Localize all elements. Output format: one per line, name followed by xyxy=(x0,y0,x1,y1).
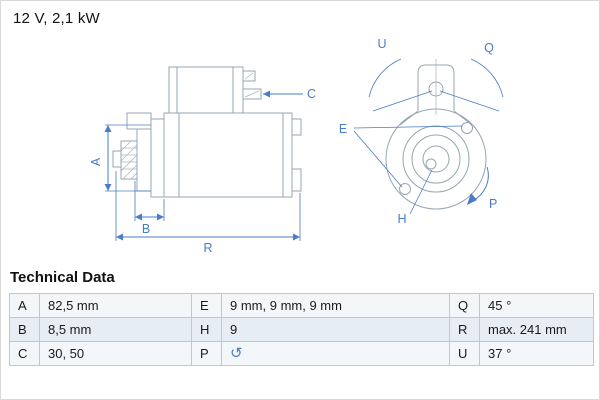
leader-h: H xyxy=(397,169,433,226)
dimension-a: A xyxy=(89,124,151,192)
angle-q: Q xyxy=(439,41,504,112)
spec-key: A xyxy=(9,293,40,318)
dimension-label-e: E xyxy=(339,122,347,136)
dimension-c: C xyxy=(263,87,316,101)
leader-e: E xyxy=(339,122,463,188)
spec-key: C xyxy=(9,341,40,366)
spec-key: B xyxy=(9,317,40,342)
dimension-label-p: P xyxy=(489,197,497,211)
dimension-label-c: C xyxy=(307,87,316,101)
spec-value: 82,5 mm xyxy=(39,293,192,318)
spec-key: E xyxy=(191,293,222,318)
spec-key: P xyxy=(191,341,222,366)
spec-value: ↺ xyxy=(221,341,450,366)
dimension-label-r: R xyxy=(203,241,212,255)
rotation-p: P xyxy=(467,166,497,211)
spec-key: Q xyxy=(449,293,480,318)
front-view xyxy=(385,59,487,210)
dimension-r: R xyxy=(115,171,301,255)
dimension-label-a: A xyxy=(89,157,103,166)
spec-value: 9 xyxy=(221,317,450,342)
spec-key: R xyxy=(449,317,480,342)
table-row: A 82,5 mm E 9 mm, 9 mm, 9 mm Q 45 ° xyxy=(9,293,594,318)
dimension-label-q: Q xyxy=(484,41,494,55)
dimension-b: B xyxy=(134,181,165,236)
dimension-label-h: H xyxy=(397,212,406,226)
technical-data-table: A 82,5 mm E 9 mm, 9 mm, 9 mm Q 45 ° B 8,… xyxy=(9,293,594,366)
spec-value: 37 ° xyxy=(479,341,594,366)
table-row: C 30, 50 P ↺ U 37 ° xyxy=(9,341,594,366)
power-rating-label: 12 V, 2,1 kW xyxy=(13,10,100,27)
spec-key: U xyxy=(449,341,480,366)
spec-value: 9 mm, 9 mm, 9 mm xyxy=(221,293,450,318)
spec-value: 45 ° xyxy=(479,293,594,318)
angle-u: U xyxy=(368,37,433,112)
side-view xyxy=(112,66,302,198)
starter-motor-technical-drawing: A B R C U xyxy=(89,37,504,255)
table-row: B 8,5 mm H 9 R max. 241 mm xyxy=(9,317,594,342)
technical-data-title: Technical Data xyxy=(10,269,115,286)
dimension-label-b: B xyxy=(142,222,150,236)
spec-value: 8,5 mm xyxy=(39,317,192,342)
spec-key: H xyxy=(191,317,222,342)
spec-value: max. 241 mm xyxy=(479,317,594,342)
rotation-direction-icon: ↺ xyxy=(230,345,243,362)
spec-value: 30, 50 xyxy=(39,341,192,366)
dimension-label-u: U xyxy=(377,37,386,51)
